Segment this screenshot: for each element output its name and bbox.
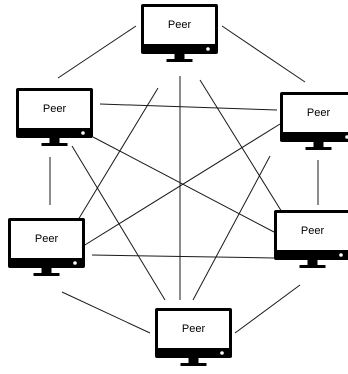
peer-label: Peer (182, 323, 206, 335)
connection-line-top-to-upper-left (57, 25, 137, 79)
peer-node-lower-right: Peer (274, 210, 348, 268)
connection-line-lower-right-to-bottom (234, 284, 301, 334)
connection-line-upper-right-to-lower-left (79, 123, 281, 249)
monitor-icon (155, 308, 232, 366)
peer-label: Peer (301, 225, 325, 237)
connection-line-upper-left-to-upper-right (99, 103, 278, 111)
monitor-icon (274, 210, 348, 268)
connection-line-upper-left-to-lower-right (92, 136, 275, 233)
peer-node-top: Peer (141, 4, 218, 62)
connection-line-top-to-upper-right (221, 25, 306, 83)
monitor-icon (141, 4, 218, 62)
peer-label: Peer (43, 103, 67, 115)
connection-line-lower-left-to-lower-right (91, 254, 275, 259)
peer-label: Peer (168, 19, 192, 31)
connection-line-upper-left-to-bottom (71, 145, 166, 301)
connection-line-top-to-lower-left (77, 87, 159, 221)
monitor-icon (8, 218, 85, 276)
connection-line-top-to-lower-right (199, 79, 291, 226)
peer-node-upper-left: Peer (16, 88, 93, 146)
connection-line-lower-left-to-bottom (61, 291, 151, 334)
peer-node-bottom: Peer (155, 308, 232, 366)
peer-node-upper-right: Peer (280, 92, 348, 150)
connection-line-upper-right-to-bottom (192, 155, 271, 301)
monitor-icon (280, 92, 348, 150)
peer-label: Peer (307, 107, 331, 119)
monitor-icon (16, 88, 93, 146)
connection-lines (49, 25, 319, 334)
peer-label: Peer (35, 233, 59, 245)
peer-node-lower-left: Peer (8, 218, 85, 276)
